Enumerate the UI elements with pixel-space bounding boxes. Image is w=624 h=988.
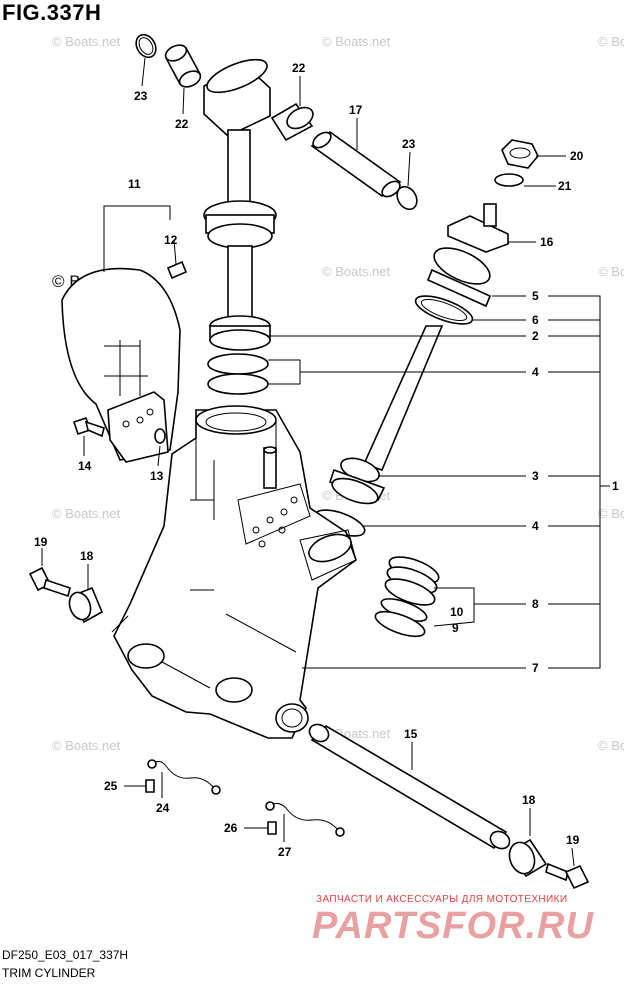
watermark: © Boats.net [598,738,624,753]
part-free-piston-set [374,556,440,638]
callout-2: 2 [532,329,539,343]
watermark: © Boats.net [598,506,624,521]
callout-6: 6 [532,313,539,327]
callout-23: 23 [134,89,148,103]
callout-26: 26 [224,821,238,835]
watermark: © Boats.net [322,34,391,49]
brand-logo-text: PARTSFOR.RU [312,905,594,947]
part-grommet [166,260,188,280]
part-ground-wire-lower [265,801,345,837]
callout-19: 19 [566,833,580,847]
part-trim-cover [61,267,181,463]
callout-19: 19 [34,535,48,549]
callout-12: 12 [164,233,178,247]
part-cylinder-body [111,405,357,739]
watermark: © Boats.net [598,34,624,49]
callout-22: 22 [175,117,189,131]
callout-25: 25 [104,779,118,793]
callout-7: 7 [532,661,539,675]
callout-11: 11 [128,177,141,191]
part-ground-wire-upper [147,759,221,795]
part-piston [328,325,444,505]
callout-1: 1 [612,479,619,493]
callout-4: 4 [532,365,539,379]
callout-9: 9 [452,621,459,635]
part-circlip-centre [396,185,418,211]
callout-8: 8 [532,597,539,611]
callout-4: 4 [532,519,539,533]
callout-27: 27 [278,845,292,859]
callout-24: 24 [156,801,170,815]
part-bushing-right [508,838,548,878]
callout-15: 15 [404,727,418,741]
watermark: © Boats.net [52,506,121,521]
part-bolt-ground-upper [145,779,155,793]
section-name: TRIM CYLINDER [2,966,96,980]
callout-20: 20 [570,149,584,163]
part-circlip-upper-left [135,33,157,59]
part-washer [494,173,524,187]
callout-16: 16 [540,235,554,249]
callout-21: 21 [558,179,572,193]
callout-22: 22 [292,61,306,75]
brand-tagline: ЗАПЧАСТИ И АКСЕССУАРЫ ДЛЯ МОТОТЕХНИКИ [316,894,567,905]
part-bolt-cover [72,416,105,438]
watermark: © Boats.net [52,738,121,753]
part-upper-pin [310,131,402,198]
part-nut [501,139,539,169]
callout-18: 18 [522,793,536,807]
callout-18: 18 [80,549,94,563]
part-cylinder-cap [414,247,492,325]
callout-23: 23 [402,137,416,151]
part-bolt-right [545,862,590,890]
callout-5: 5 [532,289,539,303]
part-lower-pin [308,723,511,850]
part-bushing-upper-left [164,44,202,88]
callout-3: 3 [532,469,539,483]
part-piston-rod-assembly [203,58,277,351]
part-bushing-left [68,586,104,624]
watermark: © Boats.net [598,264,624,279]
callout-10: 10 [450,605,464,619]
figure-title: FIG.337H [2,0,102,25]
callout-14: 14 [78,459,92,473]
callout-13: 13 [150,469,164,483]
brand-logo: ЗАПЧАСТИ И АКСЕССУАРЫ ДЛЯ МОТОТЕХНИКИ PA… [312,894,594,947]
part-valve-plug [447,203,509,253]
watermarks: © Boats.net © Boats.net © Boats.net © Bo… [52,34,624,753]
leader-lines [41,57,610,867]
model-code: DF250_E03_017_337H [2,948,129,962]
part-o-rings-upper [207,353,269,395]
watermark: © Boats.net [322,264,391,279]
watermark: © Boats.net [52,34,121,49]
part-bushing-centre [270,102,314,142]
part-small-o-ring [154,428,166,444]
part-bolt-left [28,566,71,598]
part-bolt-ground-lower [267,821,277,835]
callout-17: 17 [349,103,363,117]
callouts: 23 22 22 17 23 20 21 16 11 12 14 13 19 1… [34,61,619,859]
